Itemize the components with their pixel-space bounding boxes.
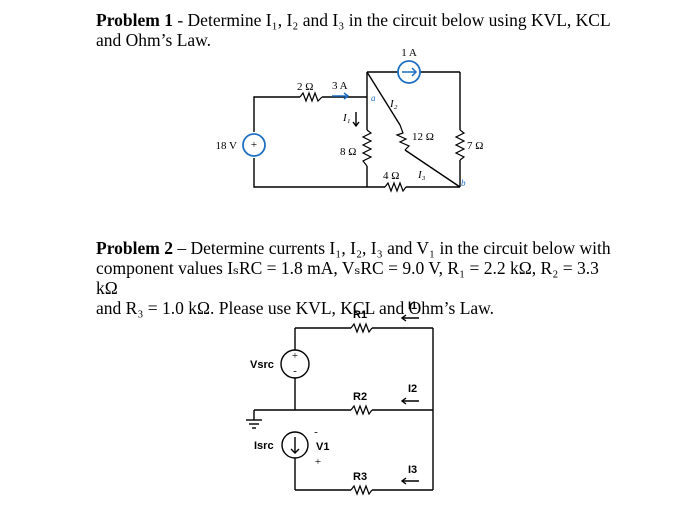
label-r1: R1 [353,309,367,321]
problem-1-statement: Problem 1 - Determine I₁, I₂ and I₃ in t… [96,10,616,50]
v1-minus: - [314,426,318,438]
resistor-r3 [350,484,373,496]
label-i2: I₂ [389,98,398,110]
node-a: a [371,93,376,103]
resistor-4ohm [384,181,407,193]
problem-2-statement: Problem 2 – Determine currents I₁, I₂, I… [96,238,616,318]
arrow-head-icon [290,448,300,454]
problem-2-text-line3: and R₃ = 1.0 kΩ. Please use KVL, KCL and… [96,298,495,318]
arrow-head-icon [400,397,407,405]
arrow-head-icon [400,477,407,485]
arrow-head-icon [411,67,418,77]
resistor-7ohm [454,129,466,161]
problem-1-text-line1: - Determine I₁, I₂ and I₃ in the circuit… [172,10,611,30]
arrow-head-icon [352,121,360,128]
label-18v: 18 V [216,140,238,152]
label-8ohm: 8 Ω [340,146,356,158]
label-i2: I2 [408,383,417,395]
v1-plus: + [315,456,321,468]
wire [253,158,367,188]
resistor-r2 [350,404,373,416]
label-i3: I3 [408,464,417,476]
resistor-2ohm [299,91,323,103]
label-2ohm: 2 Ω [297,81,313,93]
voltage-source-18v [242,133,266,157]
minus-sign: - [293,365,297,377]
arrow-head-icon [343,92,350,100]
problem-2-heading: Problem 2 [96,238,173,258]
label-3a: 3 A [332,80,348,92]
voltage-source-vsrc [280,349,310,379]
problem-2-text-line1: – Determine currents I₁, I₂, I₃ and V₁ i… [172,238,611,258]
wire [366,71,401,126]
wire [253,96,300,132]
wire [404,149,461,188]
problem-1-text-line2: and Ohm’s Law. [96,30,212,50]
label-i1: I₁ [342,112,351,124]
label-12ohm: 12 Ω [412,131,434,143]
problem-1-heading: Problem 1 [96,10,173,30]
plus-sign: + [292,350,298,362]
label-vsrc: Vsrc [250,359,274,371]
resistor-r1 [350,322,373,334]
problem-2-text-line2: component values IₛRC = 1.8 mA, VₛRC = 9… [96,258,599,298]
resistor-8ohm [361,129,373,167]
arrow-head-icon [400,314,407,322]
label-r3: R3 [353,471,367,483]
resistor-12ohm [395,124,411,151]
label-4ohm: 4 Ω [383,170,399,182]
plus-sign: + [251,139,257,151]
label-i3: I₃ [417,169,426,181]
label-7ohm: 7 Ω [467,140,483,152]
label-r2: R2 [353,391,367,403]
node-b: b [461,178,466,188]
label-isrc: Isrc [254,440,274,452]
label-1a: 1 A [401,47,417,59]
label-v1: V1 [316,441,329,453]
label-i1: I1 [408,300,417,312]
